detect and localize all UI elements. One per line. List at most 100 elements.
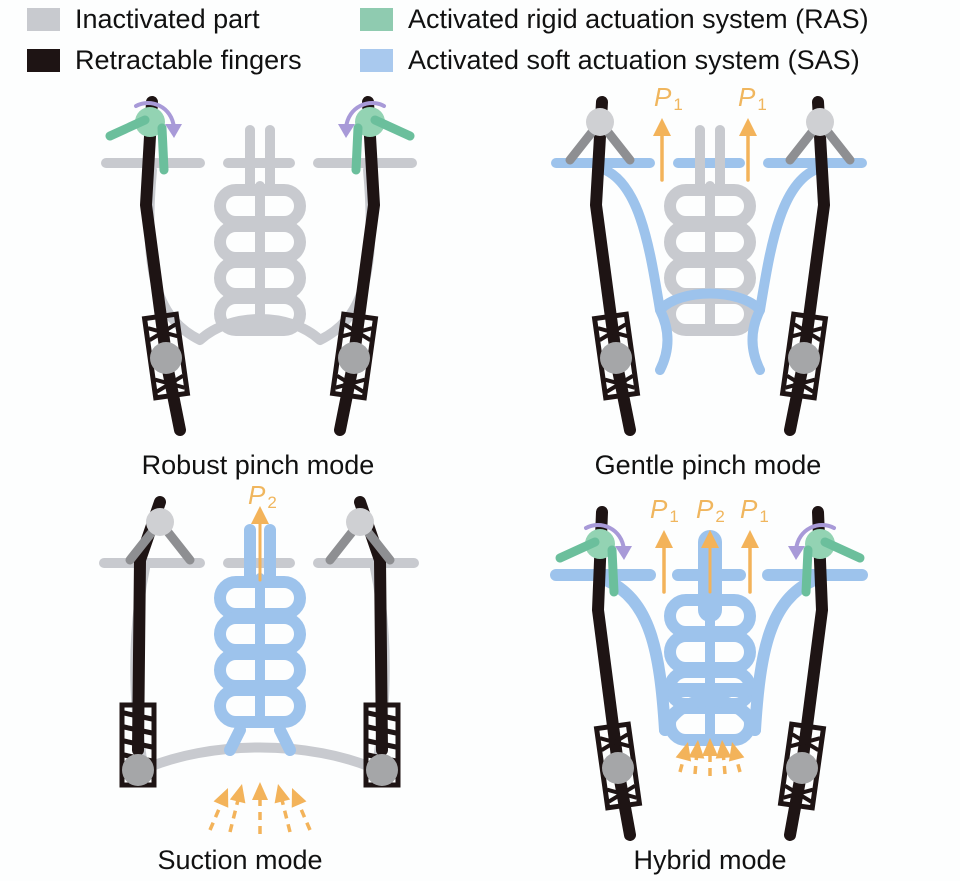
bracket-truss xyxy=(792,322,823,342)
bracket-truss xyxy=(604,374,636,394)
pressure-symbol: P xyxy=(696,494,714,524)
ras-arm-horizontal xyxy=(555,537,600,563)
roller-right xyxy=(338,342,370,374)
pressure-subscript: 2 xyxy=(715,507,724,526)
bracket-truss xyxy=(782,784,814,804)
ras-arm-vertical xyxy=(607,545,619,597)
pressure-arrow-right xyxy=(739,118,757,182)
spring-coil xyxy=(123,710,153,722)
hinge-joint xyxy=(586,108,614,136)
pressure-symbol: P xyxy=(650,494,668,524)
finger-right xyxy=(784,96,830,436)
arrow-head xyxy=(715,740,732,759)
pressure-subscript: 1 xyxy=(669,507,678,526)
pressure-symbol: P xyxy=(740,494,758,524)
hinge-right xyxy=(785,108,855,165)
bracket-truss xyxy=(334,374,366,394)
suction-flow-arrow xyxy=(274,784,292,833)
arrow-head xyxy=(653,118,671,136)
legend: Inactivated part Retractable fingers Act… xyxy=(0,0,960,80)
pressure-arrow-center xyxy=(251,506,269,582)
arrow-head xyxy=(739,118,757,136)
pressure-arrow-left xyxy=(653,118,671,182)
suction-flow-arrow xyxy=(702,738,718,776)
ras-joint xyxy=(805,529,835,559)
suction-flow-arrow xyxy=(228,784,246,833)
legend-item-fingers: Retractable fingers xyxy=(27,47,302,74)
hinge-left xyxy=(565,108,635,165)
roller-right xyxy=(366,754,398,786)
bellows xyxy=(664,181,756,336)
bracket-truss xyxy=(606,784,638,804)
legend-label: Activated rigid actuation system (RAS) xyxy=(408,4,869,34)
legend-item-sas: Activated soft actuation system (SAS) xyxy=(360,47,860,74)
roller-left xyxy=(600,342,632,374)
ras-left xyxy=(555,522,632,597)
pressure-symbol: P xyxy=(248,480,266,510)
outer-membrane xyxy=(600,574,820,736)
suction-flow-arrow xyxy=(728,742,745,773)
bellows xyxy=(214,573,306,728)
hinge-left xyxy=(125,508,195,565)
ras-right xyxy=(788,522,865,597)
arrow-head xyxy=(728,742,745,762)
suction-flow-arrow xyxy=(675,742,692,773)
pressure-arrow-center xyxy=(701,530,719,594)
pressure-subscript: 1 xyxy=(759,507,768,526)
ras-joint xyxy=(585,529,615,559)
bracket-truss xyxy=(599,732,630,752)
suction-flow-arrow xyxy=(291,788,312,831)
suction-flow-arrow xyxy=(208,788,229,831)
pressure-subscript: 1 xyxy=(757,95,766,114)
suction-flow-arrow xyxy=(252,782,268,834)
pressure-subscript: 1 xyxy=(673,95,682,114)
arrow-head xyxy=(274,784,291,804)
legend-label: Inactivated part xyxy=(75,4,260,34)
arrow-head xyxy=(701,530,719,548)
suction-flow-arrow xyxy=(688,740,705,775)
legend-swatch-ras xyxy=(360,8,393,31)
arrow-head xyxy=(688,740,705,759)
bellows-legs xyxy=(224,724,296,756)
hinge-joint xyxy=(146,508,174,536)
spring-coil xyxy=(367,710,397,722)
arrow-head xyxy=(741,530,759,548)
pressure-symbol: P xyxy=(738,82,756,112)
arrow-head xyxy=(213,788,229,808)
rotation-arrow xyxy=(344,100,386,130)
arrow-head xyxy=(702,738,718,756)
bracket-truss xyxy=(784,374,816,394)
pressure-symbol: P xyxy=(654,82,672,112)
arrow-head xyxy=(251,506,269,524)
ras-arm-horizontal xyxy=(820,537,865,563)
rotation-arrowhead xyxy=(615,546,632,560)
spring-coil xyxy=(123,738,153,750)
suction-cup xyxy=(659,694,761,736)
inner-membrane xyxy=(595,163,825,315)
spring-coil xyxy=(123,724,153,736)
rotation-arrow xyxy=(794,522,836,552)
panel-robust-pinch xyxy=(101,96,417,436)
roller-left xyxy=(602,752,634,784)
rotation-arrowhead xyxy=(338,124,355,138)
legend-swatch-sas xyxy=(360,49,393,72)
ras-joint xyxy=(135,107,165,137)
bellows xyxy=(214,181,306,336)
caption-suction: Suction mode xyxy=(157,845,323,875)
ras-arm-vertical xyxy=(801,545,813,597)
legend-swatch-fingers xyxy=(27,49,60,72)
ras-arm-horizontal xyxy=(370,115,415,141)
pressure-arrow-left xyxy=(655,530,673,594)
bottom-membrane xyxy=(137,742,383,775)
ras-right xyxy=(338,100,415,175)
rotation-arrow xyxy=(584,522,626,552)
